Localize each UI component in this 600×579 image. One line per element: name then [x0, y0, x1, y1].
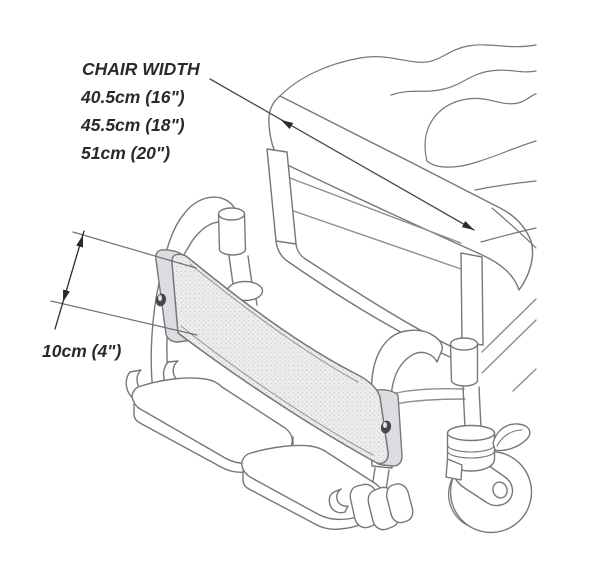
chair-width-arrowhead-left — [281, 120, 294, 130]
extension-line-bottom — [50, 300, 198, 336]
chair-seat — [268, 44, 537, 291]
frame-rail-upper — [289, 177, 462, 244]
dimension-line — [54, 230, 85, 330]
right-side-rail-3 — [512, 368, 537, 392]
front-cross-link — [395, 387, 466, 405]
left-receiver-tube — [228, 255, 253, 285]
seat-back-contour-1 — [359, 44, 537, 63]
right-hanger-clamp-3 — [386, 483, 414, 524]
caster-housing-top — [446, 424, 496, 442]
right-side-rail-1 — [481, 298, 537, 353]
seat-cutout-upper — [424, 93, 537, 162]
right-hook-sleeve-body — [449, 343, 479, 387]
right-side-rail-2 — [481, 319, 537, 374]
caster-brake-lever — [492, 423, 531, 452]
caster-wheel-assembly — [445, 423, 533, 534]
labels: CHAIR WIDTH 40.5cm (16") 45.5cm (18") 51… — [42, 59, 200, 361]
caster-axle-hole — [492, 481, 508, 499]
dimension-annotations — [50, 78, 475, 336]
caster-brake-fold-line — [496, 429, 523, 447]
seat-surface-line-2 — [480, 227, 537, 243]
chair-width-leader-line — [209, 78, 475, 231]
calf-strap — [171, 253, 389, 465]
chair-width-arrowhead-right — [461, 221, 474, 230]
right-footplate — [241, 444, 414, 531]
dimension-arrowhead-top — [76, 235, 83, 248]
chair-illustration — [125, 44, 537, 534]
right-caster-tube — [460, 252, 484, 346]
caster-housing-band-2 — [446, 450, 496, 459]
calf-strap-bottom-stitch — [180, 325, 374, 456]
right-hanger-hook — [328, 488, 349, 514]
chair-width-arrow — [209, 78, 475, 231]
seat-back-contour-2 — [390, 69, 537, 96]
strap-height-dimension — [50, 230, 198, 336]
seat-cutout-lower — [426, 140, 537, 168]
seat-surface-line-1 — [474, 180, 537, 191]
left-post-bend-inner — [295, 243, 308, 261]
left-hook-sleeve-top — [217, 207, 246, 221]
chair-width-option-16: 40.5cm (16") — [80, 87, 185, 107]
extension-line-top — [72, 231, 197, 269]
calf-strap-band — [171, 253, 389, 465]
left-hook-sleeve-body — [217, 213, 247, 256]
right-caster-tube-lower — [462, 386, 482, 429]
strap-height-label: 10cm (4") — [42, 341, 121, 361]
left-rivet-highlight — [158, 295, 162, 301]
chair-width-option-20: 51cm (20") — [81, 143, 170, 163]
strap-rivets — [155, 293, 392, 434]
dimension-arrowhead-bottom — [63, 289, 70, 302]
seat-front-edge-band — [268, 95, 534, 291]
seat-left-edge — [279, 57, 361, 97]
calf-strap-top-stitch — [189, 263, 359, 383]
left-footplate-top — [131, 377, 293, 465]
chair-width-option-18: 45.5cm (18") — [80, 115, 185, 135]
right-rivet-highlight — [383, 422, 387, 428]
right-hook-sleeve-top — [449, 337, 479, 351]
caster-housing-tab — [445, 458, 463, 481]
caster-housing-band-1 — [446, 444, 496, 453]
seat-right-side-edge — [491, 207, 537, 249]
chair-width-title: CHAIR WIDTH — [82, 59, 200, 79]
left-post-bend-outer — [275, 240, 291, 264]
frame-rail-lower — [281, 206, 462, 270]
